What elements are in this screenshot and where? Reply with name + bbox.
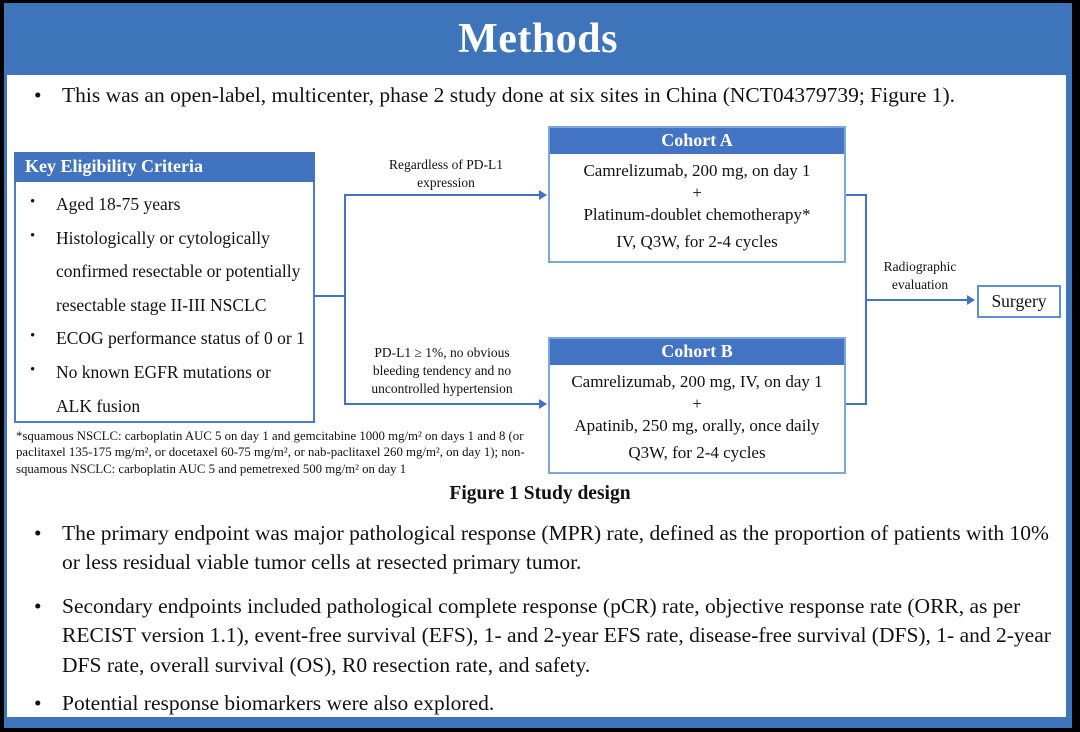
- connector-line: [844, 194, 867, 196]
- intro-bullet: • This was an open-label, multicenter, p…: [30, 82, 1050, 110]
- bullet-marker: •: [30, 227, 36, 244]
- eligibility-item-text: Histologically or cytologically confirme…: [56, 227, 301, 315]
- arrowhead-to-surgery: [967, 295, 975, 305]
- connector-line: [315, 295, 346, 297]
- branch-label-cohort-b: PD-L1 ≥ 1%, no obvious bleeding tendency…: [371, 345, 513, 397]
- page-title: Methods: [458, 16, 618, 62]
- cohort-b-box: Cohort B Camrelizumab, 200 mg, IV, on da…: [548, 337, 846, 474]
- bullet-marker: •: [34, 594, 42, 618]
- eligibility-item: • ECOG performance status of 0 or 1: [26, 322, 307, 356]
- arrowhead-to-cohort-b: [539, 399, 547, 409]
- cohort-a-line1: Camrelizumab, 200 mg, on day 1: [583, 160, 811, 180]
- arrowhead-to-cohort-a: [539, 190, 547, 200]
- bullet-marker: •: [30, 361, 36, 378]
- eligibility-item-text: ECOG performance status of 0 or 1: [56, 328, 305, 349]
- radiographic-evaluation-label: Radiographic evaluation: [883, 259, 957, 293]
- cohort-a-header: Cohort A: [550, 128, 844, 154]
- cohort-a-box: Cohort A Camrelizumab, 200 mg, on day 1 …: [548, 126, 846, 263]
- cohort-a-line2: Platinum-doublet chemotherapy*: [583, 205, 811, 225]
- eligibility-body: • Aged 18-75 years • Histologically or c…: [14, 182, 315, 423]
- connector-line: [865, 299, 968, 301]
- eligibility-item: • Histologically or cytologically confir…: [26, 222, 307, 323]
- plus-sign: +: [692, 182, 702, 202]
- cohort-b-line2: Apatinib, 250 mg, orally, once daily: [574, 416, 820, 436]
- surgery-box: Surgery: [977, 285, 1061, 318]
- plus-sign: +: [692, 393, 702, 413]
- chemo-footnote: *squamous NSCLC: carboplatin AUC 5 on da…: [16, 429, 525, 476]
- eligibility-item-text: Aged 18-75 years: [56, 194, 181, 214]
- intro-text: This was an open-label, multicenter, pha…: [62, 83, 956, 107]
- bottom-accent-bar: [4, 717, 1072, 728]
- bullet-marker: •: [30, 194, 36, 210]
- figure-caption: Figure 1 Study design: [449, 483, 631, 504]
- biomarkers-text: Potential response biomarkers were also …: [62, 691, 495, 715]
- eligibility-item: • Aged 18-75 years: [26, 188, 307, 222]
- primary-endpoint-bullet: • The primary endpoint was major patholo…: [30, 519, 1052, 578]
- eligibility-item-text: No known EGFR mutations or ALK fusion: [56, 361, 271, 416]
- secondary-endpoint-bullet: • Secondary endpoints included pathologi…: [30, 592, 1052, 680]
- bullet-marker: •: [34, 521, 42, 545]
- cohort-a-line3: IV, Q3W, for 2-4 cycles: [616, 232, 778, 251]
- cohort-b-line1: Camrelizumab, 200 mg, IV, on day 1: [571, 371, 823, 391]
- cohort-b-body: Camrelizumab, 200 mg, IV, on day 1 + Apa…: [550, 365, 844, 470]
- connector-line: [844, 403, 867, 405]
- cohort-b-line3: Q3W, for 2-4 cycles: [628, 443, 766, 462]
- connector-line: [344, 403, 540, 405]
- eligibility-box: Key Eligibility Criteria • Aged 18-75 ye…: [14, 152, 315, 423]
- branch-label-cohort-a: Regardless of PD-L1 expression: [389, 157, 503, 191]
- cohort-a-body: Camrelizumab, 200 mg, on day 1 + Platinu…: [550, 154, 844, 259]
- connector-line: [344, 194, 540, 196]
- title-bar: Methods: [4, 3, 1072, 75]
- bullet-marker: •: [34, 691, 42, 715]
- eligibility-item: • No known EGFR mutations or ALK fusion: [26, 356, 307, 423]
- primary-endpoint-text: The primary endpoint was major pathologi…: [62, 521, 1049, 575]
- bullet-marker: •: [30, 328, 36, 345]
- biomarkers-bullet: • Potential response biomarkers were als…: [30, 689, 1052, 718]
- eligibility-header: Key Eligibility Criteria: [14, 152, 315, 182]
- cohort-b-header: Cohort B: [550, 339, 844, 365]
- connector-line: [344, 195, 346, 405]
- bullet-marker: •: [34, 83, 42, 107]
- secondary-endpoint-text: Secondary endpoints included pathologica…: [62, 594, 1051, 677]
